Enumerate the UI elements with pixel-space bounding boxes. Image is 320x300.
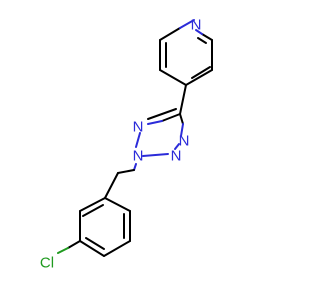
tetrazole-ring — [135, 108, 184, 157]
bond — [117, 169, 135, 174]
chlorine-label: Cl — [40, 255, 54, 272]
tetrazole-nitrogen-label: N — [171, 148, 182, 165]
molecule-structure: N N N N N Cl — [40, 17, 213, 272]
tetrazole-nitrogen-label: N — [179, 133, 190, 150]
bond — [147, 108, 177, 120]
bond — [103, 240, 131, 257]
bond — [185, 69, 213, 86]
bond — [179, 113, 184, 125]
bond — [57, 247, 69, 254]
bond — [179, 84, 187, 115]
bond — [85, 237, 105, 250]
bond — [159, 27, 181, 41]
pyridine-nitrogen-label: N — [191, 17, 202, 34]
bond — [191, 66, 211, 79]
bond — [180, 123, 184, 137]
pyridine-ring — [159, 19, 213, 86]
bond — [179, 19, 195, 29]
chlorobenzene-ring — [79, 172, 131, 257]
bond — [201, 33, 213, 41]
tetrazole-nitrogen-label: N — [133, 148, 144, 165]
bond — [195, 29, 203, 35]
bond — [104, 197, 131, 212]
bond — [197, 37, 207, 44]
bond — [67, 240, 81, 249]
bond — [161, 113, 181, 122]
bond — [104, 172, 119, 199]
bond — [135, 132, 141, 148]
tetrazole-nitrogen-label: N — [133, 119, 144, 136]
bond — [79, 197, 106, 212]
bond — [133, 163, 137, 171]
bond — [82, 204, 104, 217]
bond — [79, 240, 105, 257]
bond — [147, 120, 163, 125]
bond — [159, 69, 187, 86]
bond — [142, 153, 169, 157]
bond — [174, 143, 180, 150]
